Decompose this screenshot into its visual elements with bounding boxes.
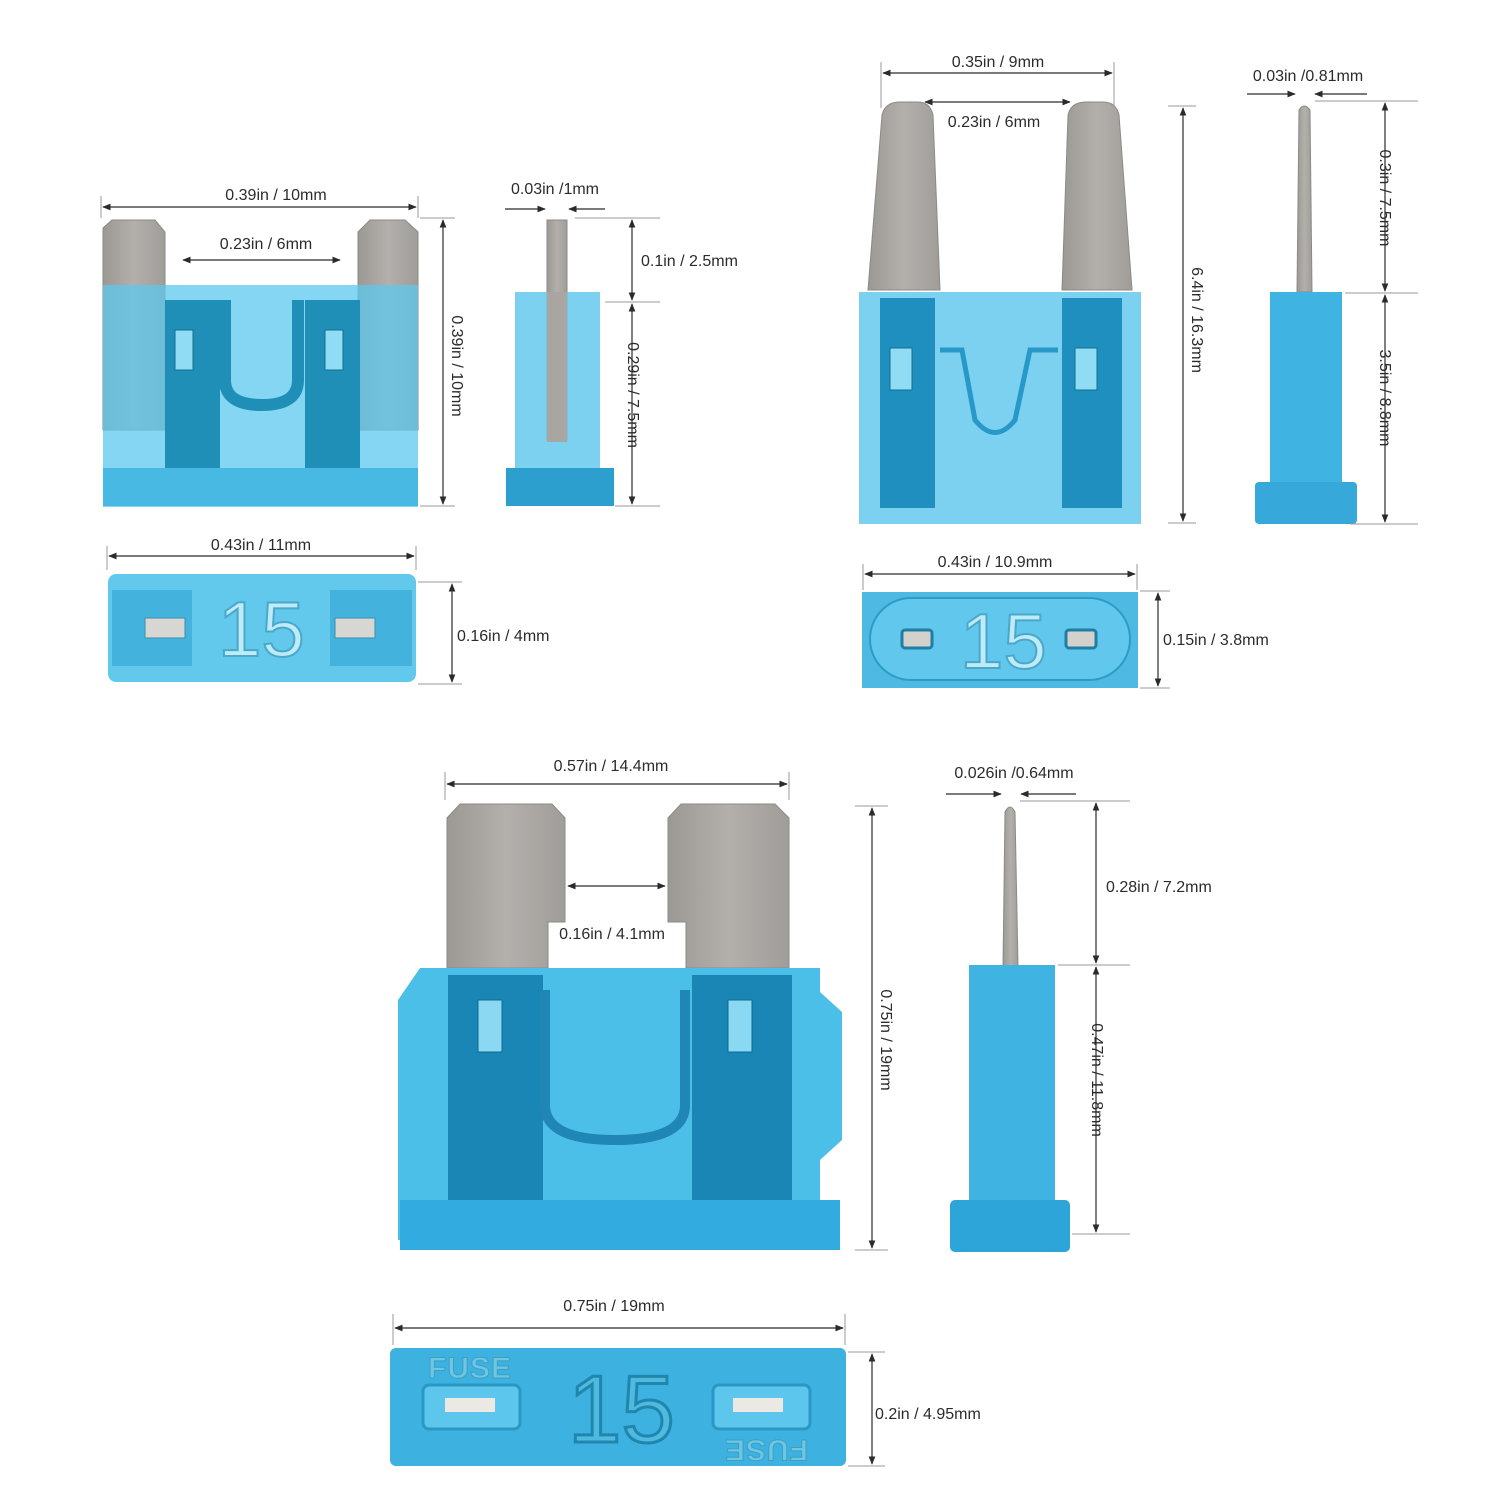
- low-profile-fuse-blade-gap-label: 0.23in / 6mm: [948, 114, 1040, 131]
- low-profile-fuse-blade-thickness-label: 0.03in /0.81mm: [1253, 68, 1363, 85]
- mini-fuse-width-label: 0.39in / 10mm: [225, 187, 326, 204]
- standard-fuse-blade-length-label: 0.28in / 7.2mm: [1106, 879, 1212, 896]
- standard-fuse-body-height-label: 0.47in / 11.8mm: [1088, 1023, 1105, 1137]
- standard-fuse-blade-gap-label: 0.16in / 4.1mm: [559, 926, 665, 943]
- standard-fuse-height-label: 0.75in / 19mm: [877, 989, 894, 1090]
- low-profile-fuse-rating-number: 15: [960, 597, 1047, 685]
- mini-fuse-side-view: [506, 219, 614, 506]
- low-profile-fuse-top-depth-label: 0.15in / 3.8mm: [1163, 632, 1269, 649]
- fuse-embossed-word: FUSE: [428, 1352, 512, 1385]
- low-profile-fuse-top-width-label: 0.43in / 10.9mm: [938, 554, 1053, 571]
- standard-fuse-dimensions: 0.57in / 14.4mm 0.16in / 4.1mm 0.75in / …: [392, 758, 1212, 1467]
- standard-fuse-blade-thickness-label: 0.026in /0.64mm: [954, 765, 1073, 782]
- low-profile-fuse-dimensions: 0.35in / 9mm 0.23in / 6mm 6.4in / 16.3mm…: [862, 54, 1418, 689]
- standard-fuse-top-view: FUSE FUSE 15: [390, 1348, 846, 1467]
- mini-fuse-front-view: [102, 219, 419, 507]
- standard-fuse-top-depth-label: 0.2in / 4.95mm: [875, 1406, 981, 1423]
- standard-fuse-side-view: [950, 806, 1070, 1252]
- low-profile-fuse-body-height-label: 3.5in / 8.8mm: [1376, 350, 1393, 447]
- standard-fuse-rating-number: 15: [568, 1356, 675, 1463]
- mini-fuse-body-depth-label: 0.29in / 7.5mm: [624, 342, 641, 448]
- low-profile-fuse-front-view: [859, 101, 1141, 524]
- low-profile-fuse-width-label: 0.35in / 9mm: [952, 54, 1044, 71]
- mini-fuse-blade-exposed-label: 0.1in / 2.5mm: [641, 253, 738, 270]
- low-profile-fuse-height-label: 6.4in / 16.3mm: [1188, 267, 1205, 373]
- mini-fuse-height-label: 0.39in / 10mm: [448, 315, 465, 416]
- low-profile-fuse-top-view: 15: [862, 592, 1138, 688]
- mini-fuse-rating-number: 15: [218, 585, 305, 673]
- mini-fuse-top-view: 15: [108, 574, 416, 682]
- mini-fuse-top-width-label: 0.43in / 11mm: [211, 537, 311, 554]
- mini-fuse-top-depth-label: 0.16in / 4mm: [457, 628, 549, 645]
- standard-fuse-top-width-label: 0.75in / 19mm: [563, 1298, 664, 1315]
- mini-fuse-dimensions: 0.39in / 10mm 0.23in / 6mm 0.39in / 10mm…: [100, 181, 738, 685]
- standard-fuse-width-label: 0.57in / 14.4mm: [554, 758, 669, 775]
- standard-fuse-front-view: [398, 803, 842, 1250]
- low-profile-fuse-blade-length-label: 0.3in / 7.5mm: [1376, 150, 1393, 247]
- mini-fuse-blade-thickness-label: 0.03in /1mm: [511, 181, 599, 198]
- low-profile-fuse-side-view: [1255, 105, 1357, 524]
- mini-fuse-blade-gap-label: 0.23in / 6mm: [220, 236, 312, 253]
- fuse-embossed-word-inverted: FUSE: [724, 1433, 808, 1466]
